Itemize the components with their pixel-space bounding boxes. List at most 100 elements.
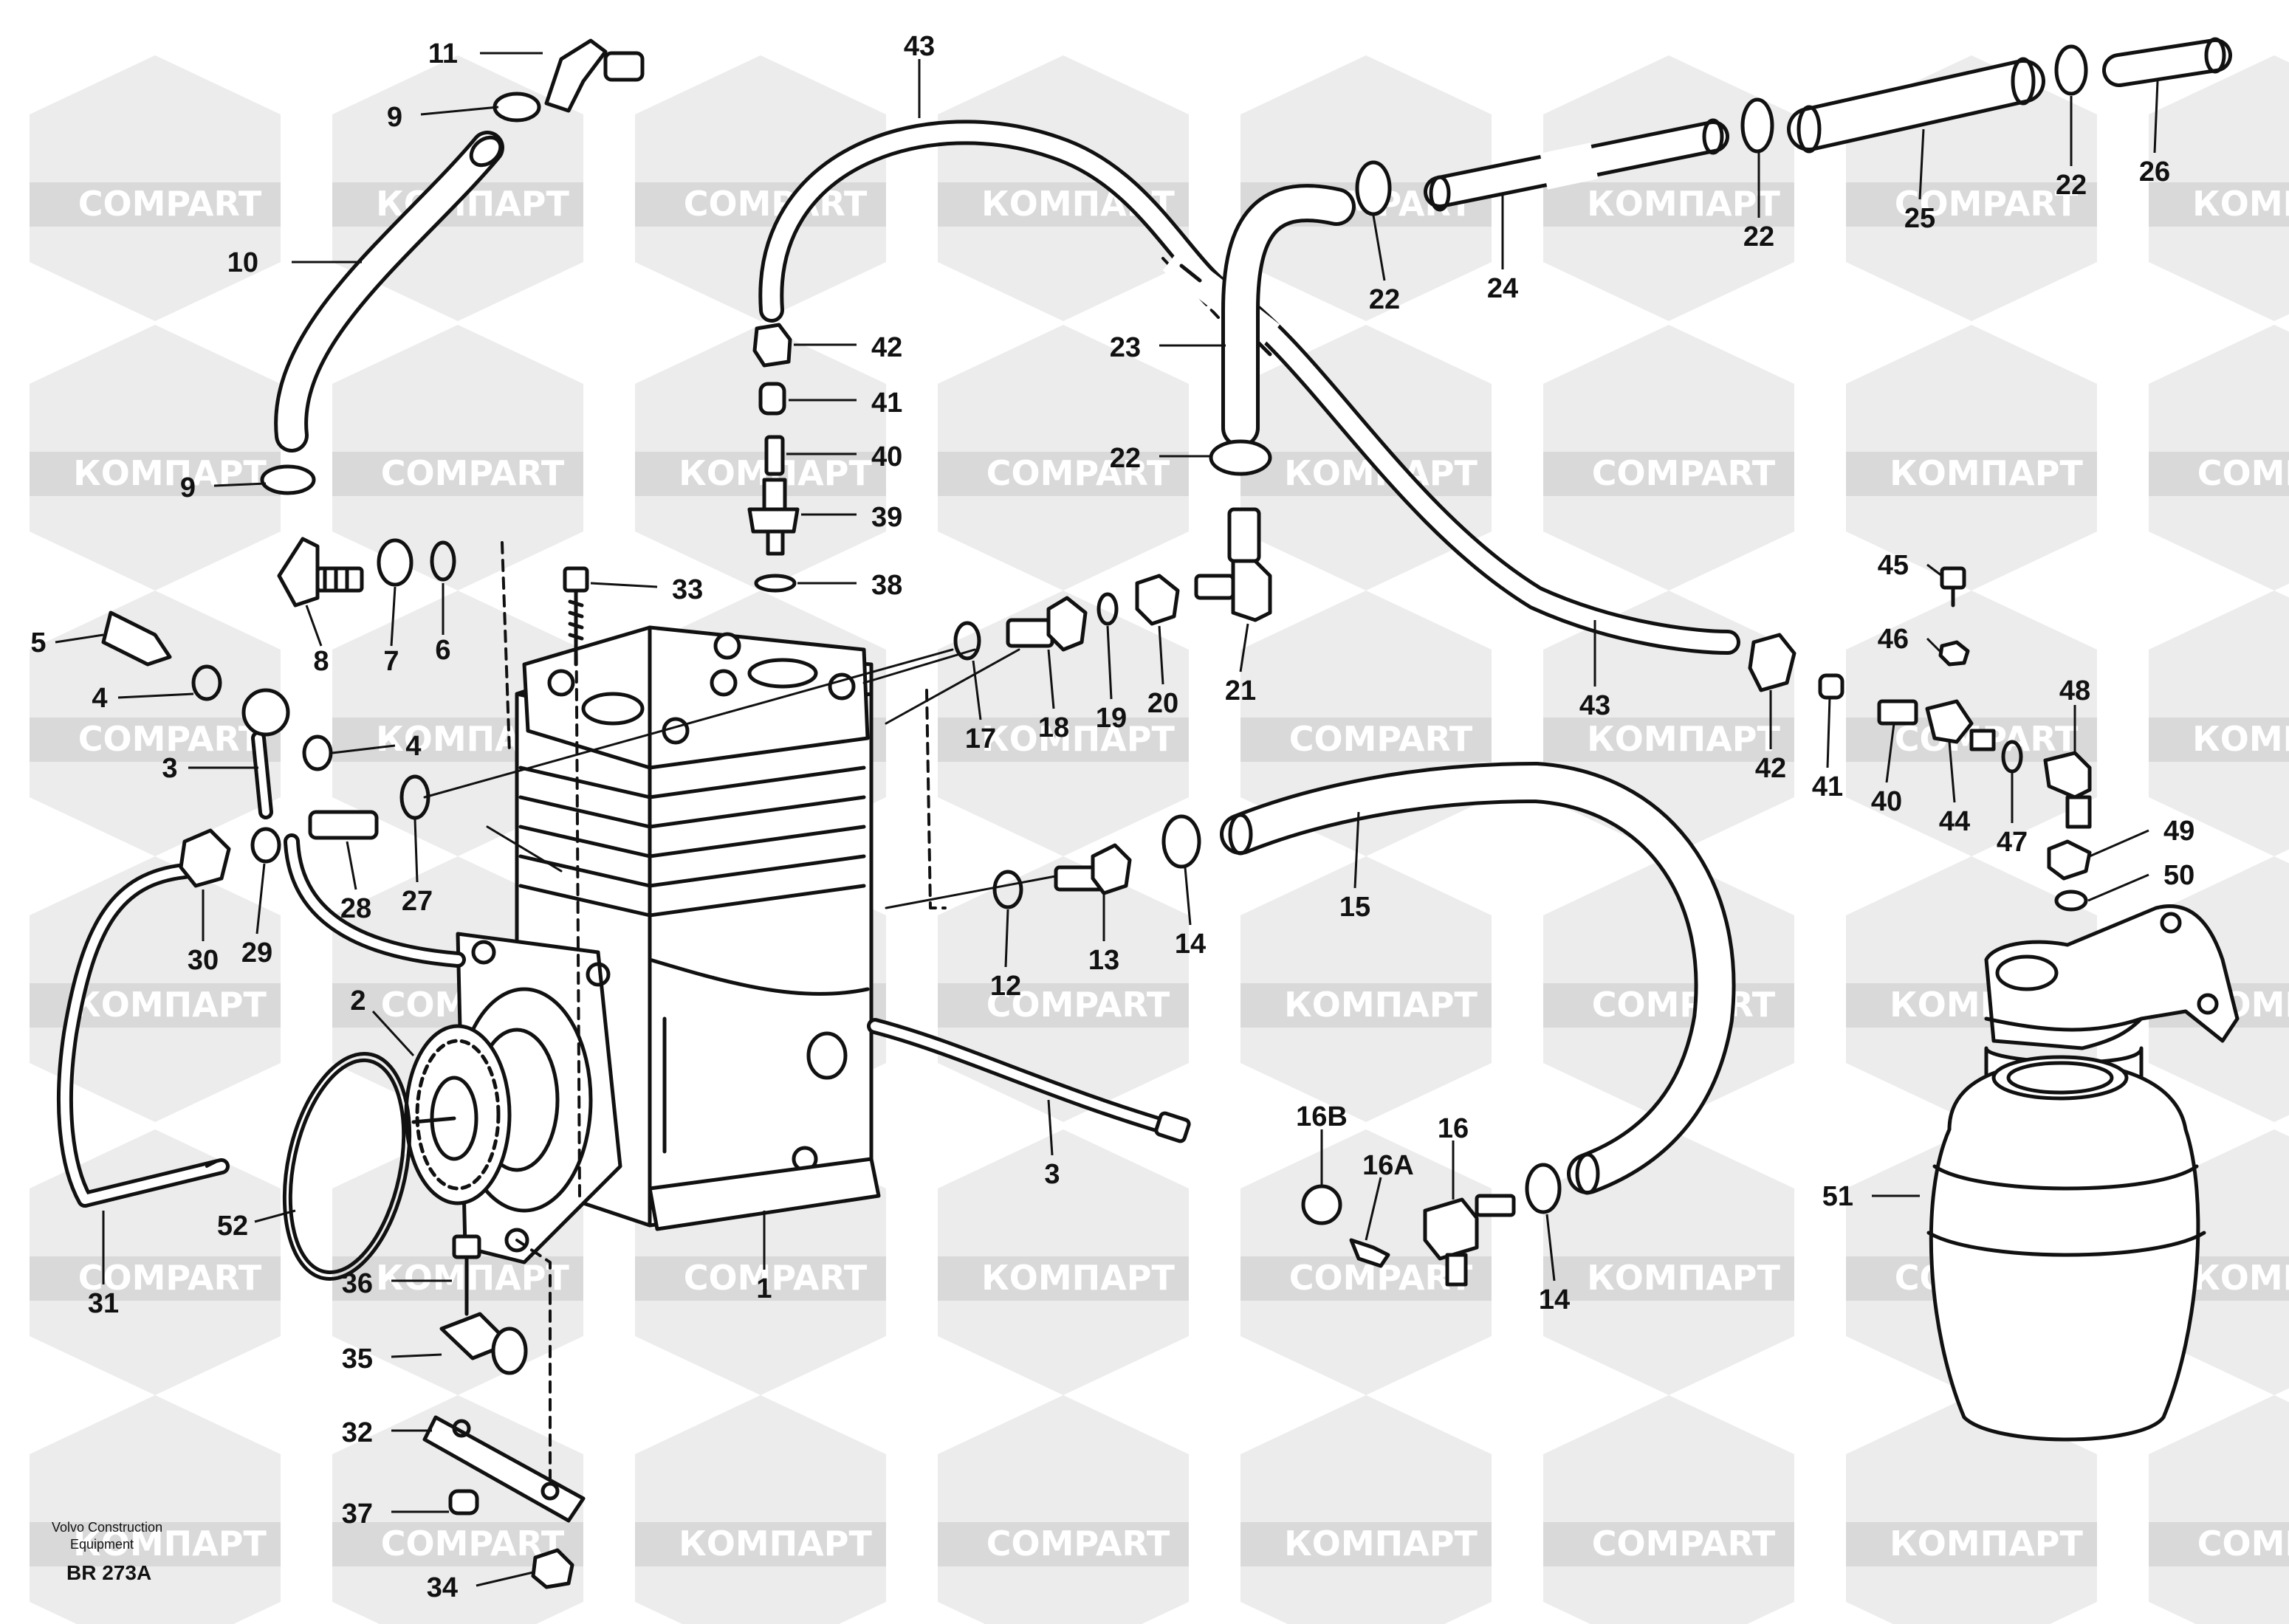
callout-leader [1372, 215, 1386, 281]
part-number-label: 20 [1147, 688, 1178, 719]
part-number-label: 2 [350, 985, 366, 1016]
part-number-label: 22 [1110, 443, 1141, 474]
callout-leader [1106, 625, 1113, 700]
part-number-label: 5 [30, 627, 46, 658]
watermark-word: COMPART [986, 985, 1170, 1025]
drawing-footer: Volvo Construction Equipment BR 273A [52, 1520, 162, 1584]
watermark-word: КОМПАРТ [981, 719, 1175, 759]
callout-leader [1885, 723, 1895, 783]
part-number-label: 26 [2139, 156, 2170, 187]
o-ring [282, 1051, 412, 1281]
hose-clamp [260, 464, 316, 495]
callout-leader [1545, 1214, 1556, 1281]
part-number-label: 11 [428, 38, 458, 69]
part-number-label: 22 [1369, 284, 1400, 315]
part-number-label: 42 [1755, 753, 1786, 784]
watermark-word: КОМПАРТ [2192, 719, 2289, 759]
watermark-tile: КОМПАРТ [1240, 856, 1492, 1122]
watermark-word: COMPART [1592, 1524, 1776, 1563]
watermark-tile: COMPART [1543, 325, 1794, 591]
watermark-word: COMPART [2197, 1524, 2289, 1563]
watermark-tile: COMPART [2149, 325, 2289, 591]
callout-leader [1826, 697, 1831, 768]
part-number-label: 21 [1225, 675, 1256, 706]
callout-leader [2089, 829, 2149, 858]
oil-trap-51 [1926, 904, 2240, 1442]
callout-leader [590, 582, 658, 588]
part-number-label: 37 [342, 1499, 373, 1530]
part-number-label: 27 [402, 886, 433, 917]
watermark-word: КОМПАРТ [73, 985, 267, 1025]
watermark-word: КОМПАРТ [679, 1524, 872, 1563]
callout-leader [55, 633, 104, 644]
watermark-tile: КОМПАРТ [2149, 55, 2289, 321]
part-number-label: 15 [1339, 892, 1370, 923]
part-number-label: 43 [904, 31, 935, 62]
part-number-label: 3 [162, 753, 177, 784]
banjo-bolt-5 [101, 610, 172, 667]
watermark-tile: COMPART [938, 325, 1189, 591]
callout-leader [1365, 1177, 1382, 1241]
callout-leader [1047, 1099, 1054, 1156]
watermark-word: КОМПАРТ [73, 453, 267, 493]
part-number-label: 22 [2056, 170, 2087, 201]
watermark-word: COMPART [1289, 719, 1473, 759]
watermark-word: COMPART [684, 1258, 868, 1298]
watermark-word: КОМПАРТ [1890, 453, 2083, 493]
callout-leader [1926, 637, 1943, 655]
watermark-tile: КОМПАРТ [938, 55, 1189, 321]
callout-leader [117, 692, 194, 699]
compressor-assembly-drawing [56, 37, 2240, 1589]
callout-leader [213, 482, 267, 487]
elbow-fitting-8 [277, 537, 320, 608]
part-number-label: 39 [871, 502, 902, 533]
watermark-word: КОМПАРТ [1587, 1258, 1780, 1298]
footer-line-1: Volvo Construction [52, 1520, 162, 1535]
watermark-tile: COMPART [1543, 856, 1794, 1122]
part-number-label: 16A [1362, 1150, 1414, 1181]
part-number-label: 12 [990, 971, 1021, 1002]
watermark-tile: COMPART [635, 55, 886, 321]
part-number-label: 7 [383, 646, 399, 677]
watermark-tile: COMPART [1543, 1395, 1794, 1624]
part-number-label: 9 [180, 472, 196, 503]
watermark-word: COMPART [684, 184, 868, 224]
watermark-tile: КОМПАРТ [938, 1129, 1189, 1395]
part-number-label: 17 [965, 723, 996, 754]
part-number-label: 3 [1044, 1159, 1060, 1190]
callout-leader [1926, 563, 1943, 577]
part-number-label: 33 [672, 574, 703, 605]
watermark-word: COMPART [1592, 453, 1776, 493]
watermark-word: КОМПАРТ [1587, 184, 1780, 224]
watermark-tile: КОМПАРТ [938, 591, 1189, 856]
callout-leader [2087, 873, 2149, 902]
part-number-label: 40 [871, 441, 902, 472]
part-number-label: 24 [1487, 273, 1518, 304]
part-number-label: 51 [1822, 1181, 1853, 1212]
part-number-label: 9 [387, 102, 402, 133]
watermark-tile: КОМПАРТ [1543, 55, 1794, 321]
callout-leader [1353, 811, 1360, 889]
part-number-label: 41 [1812, 771, 1843, 802]
callout-leader [2153, 80, 2159, 154]
watermark-word: COMPART [2197, 453, 2289, 493]
watermark-tile: КОМПАРТ [2149, 591, 2289, 856]
callout-leader [371, 1010, 415, 1057]
part-number-label: 14 [1175, 929, 1206, 960]
part-number-label: 28 [340, 893, 371, 924]
watermark-word: КОМПАРТ [981, 1258, 1175, 1298]
watermark-word: COMPART [1592, 985, 1776, 1025]
part-number-label: 43 [1579, 690, 1610, 721]
part-number-label: 8 [313, 646, 329, 677]
watermark-word: COMPART [381, 453, 565, 493]
watermark-tile: COMPART [332, 325, 583, 591]
part-number-label: 46 [1878, 624, 1909, 655]
part-number-label: 49 [2163, 816, 2194, 847]
drive-gear [404, 1024, 512, 1205]
callout-leader [1004, 909, 1009, 968]
callout-leader [476, 1571, 534, 1587]
part-number-label: 50 [2163, 860, 2194, 891]
callout-leader [346, 841, 357, 890]
callout-leader [305, 605, 323, 647]
